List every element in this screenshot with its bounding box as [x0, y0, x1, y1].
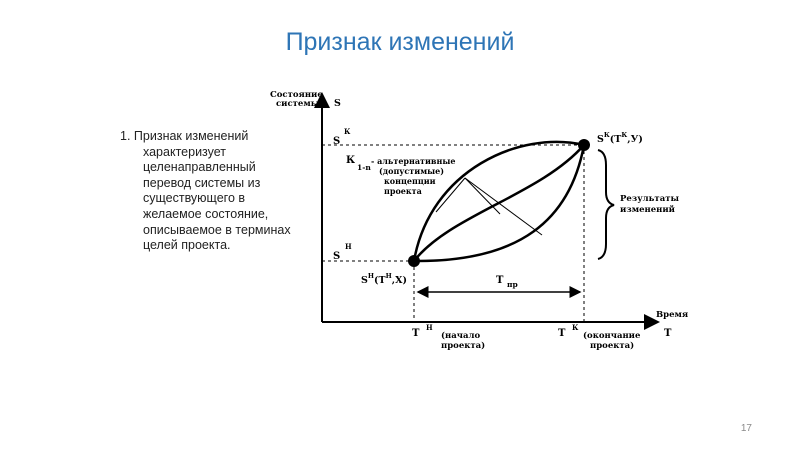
tn-note-1: (начало	[441, 330, 480, 341]
k-sub: 1-n	[357, 163, 371, 172]
tn-label: T	[412, 328, 420, 339]
k-label: К	[346, 155, 355, 166]
y-axis-label-2: системы	[276, 99, 320, 109]
pointer-line	[464, 177, 501, 215]
start-point-label: SН(TН,Х)	[361, 272, 407, 286]
bullet-line: целенаправленный	[143, 160, 256, 175]
sk-label: S	[333, 136, 340, 147]
results-label-1: Результаты	[620, 194, 679, 204]
pointer-line	[435, 177, 466, 213]
results-label-2: изменений	[620, 204, 676, 215]
end-point-label: SК(TК,У)	[597, 131, 643, 145]
bullet-text-first: Признак изменений	[133, 129, 249, 143]
bullet-line: характеризует	[143, 144, 227, 159]
bullet-line: описываемое в терминах	[143, 222, 291, 237]
y-axis-label-1: Состояние	[270, 90, 323, 100]
tn-sup: Н	[426, 323, 433, 332]
concept-curve-middle	[413, 144, 585, 262]
tk-note-1: (окончание	[583, 330, 641, 341]
alt-concepts-line-2: (допустимые)	[379, 166, 444, 176]
bullet-item: 1. Признак изменений характеризует целен…	[120, 129, 320, 254]
bullet-line: перевод системы из	[143, 175, 261, 190]
alt-concepts-line-4: проекта	[384, 186, 422, 196]
tk-label: T	[558, 328, 566, 339]
alt-concepts-line-3: концепции	[384, 176, 436, 186]
page-number: 17	[740, 423, 752, 434]
x-axis-label: Время	[656, 310, 688, 320]
end-point	[578, 139, 590, 151]
bullet-line: желаемое состояние,	[143, 206, 269, 221]
duration-sub: пр	[507, 280, 518, 289]
bullet-line: существующего в	[143, 191, 246, 206]
slide-title: Признак изменений	[285, 28, 515, 56]
results-brace	[597, 149, 615, 260]
tk-sup: К	[572, 323, 579, 332]
pointer-line	[464, 177, 543, 236]
sk-sup: К	[344, 127, 351, 136]
tn-note-2: проекта)	[441, 340, 485, 351]
alt-concepts-line-1: - альтернативные	[371, 156, 455, 166]
tk-note-2: проекта)	[590, 340, 634, 351]
bullet-number: 1.	[120, 129, 131, 143]
sn-sup: Н	[345, 242, 352, 251]
sn-label: S	[333, 251, 340, 262]
x-axis-symbol: T	[664, 328, 672, 339]
y-axis-symbol: S	[334, 98, 341, 109]
duration-label: T	[496, 275, 504, 286]
start-point	[408, 255, 420, 267]
concept-curve-lower	[413, 144, 586, 263]
concept-curve-upper	[412, 140, 585, 262]
bullet-line: целей проекта.	[143, 238, 231, 253]
